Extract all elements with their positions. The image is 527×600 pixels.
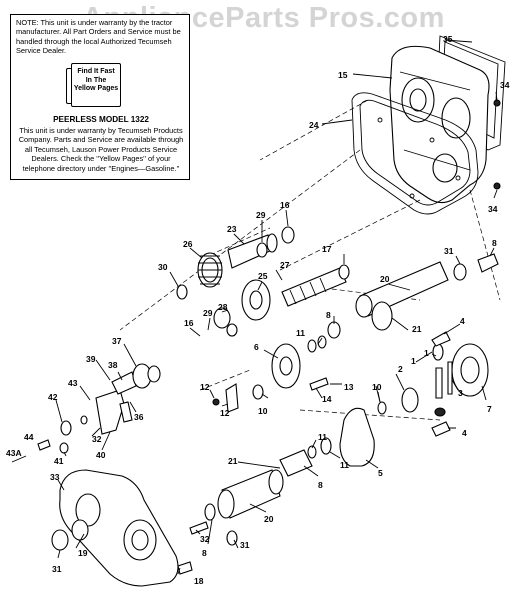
label-42: 42 <box>48 392 58 402</box>
label-4a: 4 <box>460 316 465 326</box>
label-44: 44 <box>24 432 34 442</box>
notice-warranty-text: This unit is under warranty by Tecumseh … <box>18 126 184 173</box>
label-32a: 32 <box>92 434 102 444</box>
label-7: 7 <box>487 404 492 414</box>
label-11c: 11 <box>340 460 349 470</box>
label-18: 18 <box>194 576 204 586</box>
label-39: 39 <box>86 354 96 364</box>
label-21b: 21 <box>228 456 238 466</box>
badge-line-1: Find It Fast <box>77 68 115 75</box>
label-11b: 11 <box>318 432 327 442</box>
label-12a: 12 <box>200 382 210 392</box>
label-3: 3 <box>458 388 463 398</box>
warranty-notice-box: NOTE: This unit is under warranty by the… <box>10 14 190 180</box>
label-6: 6 <box>254 342 259 352</box>
label-8d: 8 <box>202 548 207 558</box>
label-31b: 31 <box>240 540 250 550</box>
label-15: 15 <box>338 70 348 80</box>
gear-7 <box>451 343 489 397</box>
label-43a: 43A <box>6 448 22 458</box>
label-20b: 20 <box>264 514 274 524</box>
shaft-23 <box>227 233 278 269</box>
label-16b: 16 <box>184 318 194 328</box>
label-37: 37 <box>112 336 122 346</box>
label-8b: 8 <box>326 310 331 320</box>
gear-26 <box>197 252 223 288</box>
label-28: 28 <box>218 302 228 312</box>
label-26: 26 <box>183 239 193 249</box>
housing-cover-15 <box>389 45 490 204</box>
label-17: 17 <box>322 244 332 254</box>
label-20a: 20 <box>380 274 390 284</box>
shaft-27 <box>281 267 347 307</box>
label-21a: 21 <box>412 324 422 334</box>
label-33: 33 <box>50 472 60 482</box>
label-4b: 4 <box>462 428 467 438</box>
shaft-20-lower <box>217 469 284 519</box>
label-35: 35 <box>443 34 453 44</box>
label-12b: 12 <box>220 408 230 418</box>
label-29a: 29 <box>256 210 266 220</box>
label-41: 41 <box>54 456 64 466</box>
label-8a: 8 <box>492 238 497 248</box>
label-27: 27 <box>280 260 290 270</box>
shifter-assembly <box>11 363 161 463</box>
label-31a: 31 <box>444 246 454 256</box>
lower-housing-18 <box>59 469 179 587</box>
gasket-24 <box>351 92 479 215</box>
label-23: 23 <box>227 224 237 234</box>
label-38: 38 <box>108 360 118 370</box>
badge-line-2: In The <box>85 76 107 84</box>
gear-6 <box>271 343 301 389</box>
label-31c: 31 <box>52 564 62 574</box>
label-30: 30 <box>158 262 168 272</box>
label-43: 43 <box>68 378 78 388</box>
notice-top-text: NOTE: This unit is under warranty by the… <box>16 18 181 56</box>
yellow-pages-badge: Find It Fast In The Yellow Pages <box>66 63 121 107</box>
label-29b: 29 <box>203 308 213 318</box>
label-36: 36 <box>134 412 144 422</box>
label-11a: 11 <box>296 328 305 338</box>
badge-line-3: Yellow Pages <box>73 85 119 92</box>
label-8c: 8 <box>318 480 323 490</box>
label-2a: 2 <box>398 364 403 374</box>
label-5: 5 <box>378 468 383 478</box>
model-title: PEERLESS MODEL 1322 <box>53 115 149 124</box>
plate-5 <box>339 407 375 467</box>
label-10b: 10 <box>258 406 268 416</box>
label-14: 14 <box>322 394 332 404</box>
label-32b: 32 <box>200 534 210 544</box>
label-34a: 34 <box>500 80 510 90</box>
label-10a: 10 <box>372 382 382 392</box>
label-34b: 34 <box>488 204 498 214</box>
shaft-20-upper <box>355 261 449 331</box>
label-40: 40 <box>96 450 106 460</box>
label-16a: 16 <box>280 200 290 210</box>
label-19: 19 <box>78 548 88 558</box>
label-24: 24 <box>309 120 319 130</box>
label-1a: 1 <box>424 348 429 358</box>
label-13: 13 <box>344 382 354 392</box>
label-1b: 1 <box>411 356 416 366</box>
label-25: 25 <box>258 271 268 281</box>
gear-25 <box>241 279 271 321</box>
